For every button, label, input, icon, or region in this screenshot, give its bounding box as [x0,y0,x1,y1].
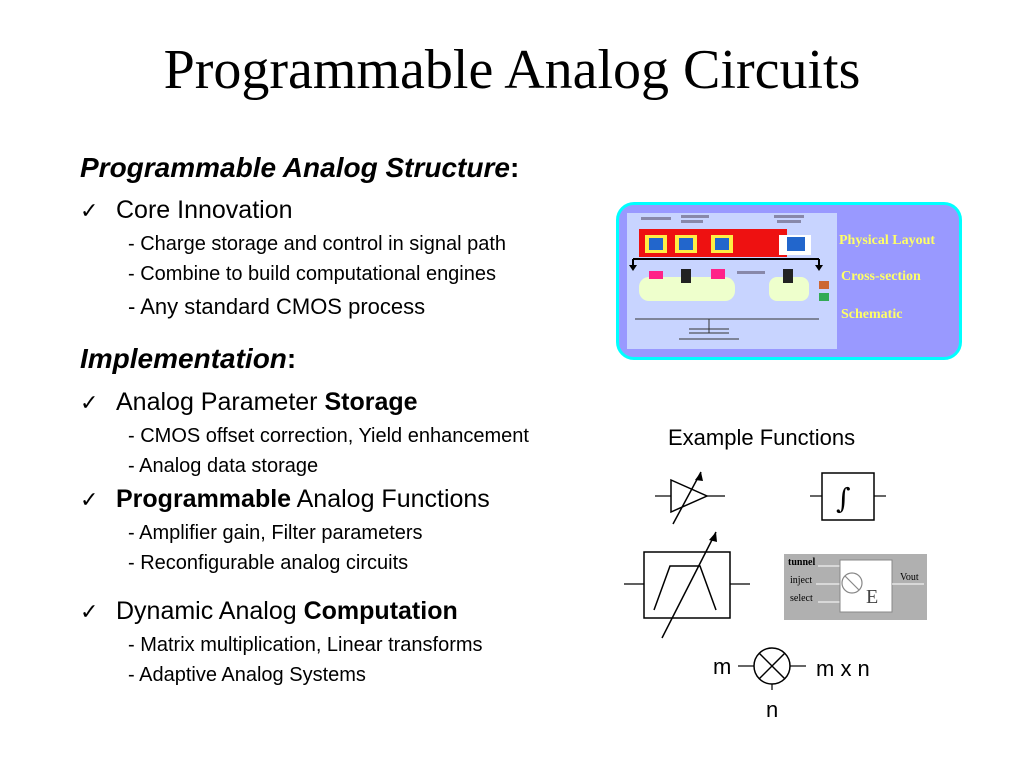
vout-label: Vout [900,572,919,583]
tunnel-inject-element-panel: tunnel inject select E Vout [784,554,927,620]
tunnel-label: tunnel [788,557,816,568]
diagram-label-schematic: Schematic [841,307,903,322]
bullet-bold-text: Programmable [116,485,292,513]
sub-item: - Combine to build computational engines [128,263,496,285]
sub-item: - Amplifier gain, Filter parameters [128,522,423,544]
check-mark-icon: ✓ [80,198,99,223]
check-mark-icon: ✓ [80,390,99,415]
multiplier-input-n: n [766,697,779,722]
section-heading-colon: : [286,343,297,374]
bullet-dynamic-computation: ✓ Dynamic Analog Computation [80,597,458,626]
slide-title: Programmable Analog Circuits [163,39,861,101]
check-mark-icon: ✓ [80,487,99,512]
section-heading-colon: : [509,152,520,183]
multiplier-icon [738,647,806,690]
programmable-filter-icon [624,531,750,639]
bullet-text: Analog Parameter [116,388,325,416]
section-heading-structure: Programmable Analog Structure: [80,152,519,184]
device-diagram-panel: Physical Layout Cross-section Schematic [616,202,962,360]
integrator-icon [810,472,886,521]
tunnel-inject-element-diagram [816,559,924,613]
bullet-text: Analog Functions [291,485,490,513]
check-mark-icon: ✓ [80,599,99,624]
sub-item: - Charge storage and control in signal p… [128,233,507,255]
bullet-bold-text: Computation [303,597,458,625]
bullet-bold-text: Storage [324,388,418,416]
inject-label: inject [790,575,813,586]
multiplier-output: m x n [816,656,870,681]
sub-item: - Reconfigurable analog circuits [128,552,409,574]
example-functions-title: Example Functions [668,425,856,450]
sub-item: - Matrix multiplication, Linear transfor… [128,634,483,656]
sub-item: - CMOS offset correction, Yield enhancem… [128,425,529,447]
bullet-text: Core Innovation [116,196,293,224]
bullet-text: Dynamic Analog [116,597,304,625]
element-e-label: E [866,586,879,608]
diagram-label-cross-section: Cross-section [841,269,921,284]
integral-symbol: ∫ [836,482,851,515]
sub-item: - Any standard CMOS process [128,294,426,319]
device-diagram-image [627,213,837,349]
diagram-label-physical-layout: Physical Layout [839,233,936,248]
bullet-parameter-storage: ✓ Analog Parameter Storage [80,388,418,417]
bullet-programmable-functions: ✓ Programmable Analog Functions [80,485,490,514]
section-heading-implementation: Implementation: [80,343,296,375]
bullet-core-innovation: ✓ Core Innovation [80,196,293,225]
variable-amplifier-icon [655,471,725,525]
sub-item: - Adaptive Analog Systems [128,664,366,686]
multiplier-input-m: m [713,654,732,679]
section-heading-text: Implementation [80,343,287,374]
sub-item: - Analog data storage [128,455,319,477]
select-label: select [790,593,813,604]
section-heading-text: Programmable Analog Structure [80,152,510,183]
